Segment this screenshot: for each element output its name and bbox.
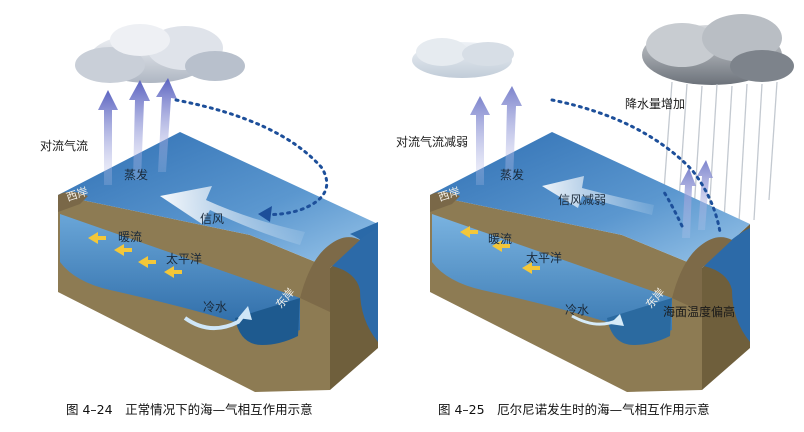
figure-el-nino: 降水量增加 对流气流减弱 蒸发 信风减弱 暖流 太平洋 冷水 海面温度偏高 西岸… <box>396 0 804 432</box>
warm-current-arrows <box>88 232 182 278</box>
figure-normal: 对流气流 蒸发 信风 暖流 太平洋 冷水 西岸 东岸 图 4–24 正常情况下的… <box>40 24 378 417</box>
label-warm-current: 暖流 <box>488 232 513 246</box>
label-convection: 对流气流 <box>40 139 89 153</box>
trade-wind-arrow <box>160 186 305 245</box>
cold-water-arrow <box>183 306 252 330</box>
cloud <box>75 24 245 83</box>
label-cold-water: 冷水 <box>203 300 228 314</box>
dotted-circulation <box>550 98 722 234</box>
dotted-circulation <box>174 98 329 222</box>
cold-water-arrow <box>571 314 624 326</box>
convection-arrows <box>98 78 177 185</box>
label-ocean: 太平洋 <box>526 251 563 265</box>
label-cold-water: 冷水 <box>565 303 590 317</box>
normal-diagram <box>58 24 378 392</box>
label-evaporation: 蒸发 <box>124 168 149 182</box>
label-trade-wind: 信风 <box>200 212 225 226</box>
label-sst-high: 海面温度偏高 <box>663 305 736 319</box>
convection-arrows-weak <box>470 86 713 238</box>
rain-streaks <box>663 81 778 223</box>
label-evaporation: 蒸发 <box>500 168 525 182</box>
weak-trade-wind-arrow <box>542 176 654 215</box>
label-convection-weak: 对流气流减弱 <box>396 135 469 149</box>
label-trade-wind-weak: 信风减弱 <box>558 193 607 207</box>
light-cloud <box>412 38 514 78</box>
caption-fig-4-24: 图 4–24 正常情况下的海—气相互作用示意 <box>66 402 313 417</box>
el-nino-diagram <box>412 14 794 392</box>
label-rain-increase: 降水量增加 <box>625 97 686 111</box>
label-warm-current: 暖流 <box>118 230 143 244</box>
warm-current-arrows <box>460 226 540 274</box>
storm-cloud <box>642 14 794 85</box>
label-ocean: 太平洋 <box>166 252 203 266</box>
caption-fig-4-25: 图 4–25 厄尔尼诺发生时的海—气相互作用示意 <box>438 402 710 417</box>
